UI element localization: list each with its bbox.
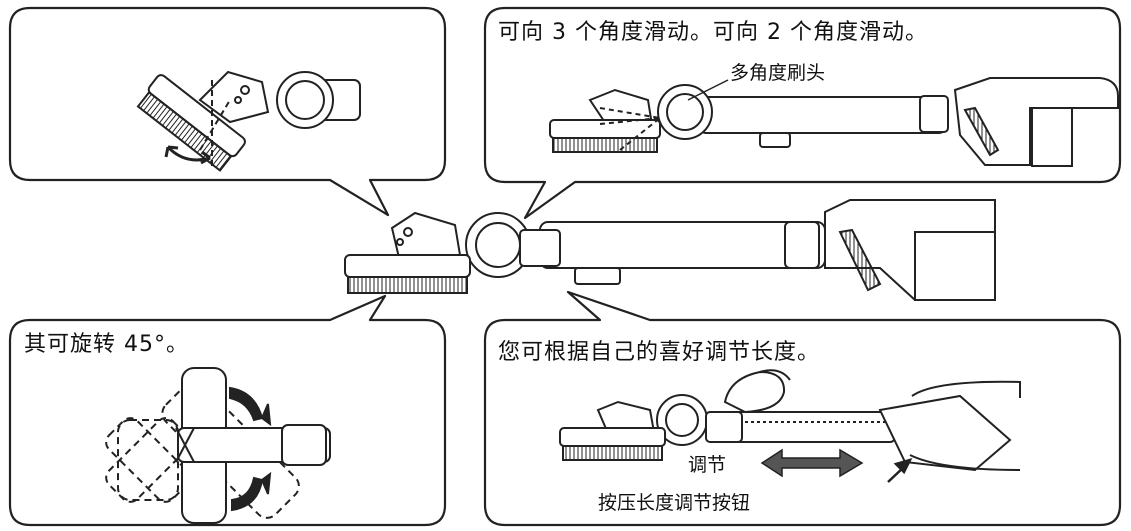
caption-slide-angles: 可向 3 个角度滑动。可向 2 个角度滑动。	[498, 20, 928, 45]
rotation-top-view-drawing	[105, 367, 331, 524]
callout-frame-bottom-left	[8, 294, 447, 527]
full-vacuum-drawing	[344, 199, 996, 301]
head-tilt-drawing	[136, 70, 361, 172]
label-press-button: 按压长度调节按钮	[598, 492, 751, 514]
label-adjust: 调节	[688, 454, 727, 476]
double-arrow-icon	[760, 448, 864, 478]
multi-angle-drawing	[549, 77, 1119, 167]
rotate-45-arrows-icon	[229, 386, 272, 512]
caption-rotate-45: 其可旋转 45°。	[24, 332, 189, 357]
pointer-arrow-icon	[887, 458, 913, 483]
rotate-arc-icon	[164, 145, 211, 165]
label-multi-angle-head: 多角度刷头	[730, 62, 826, 84]
length-adjust-drawing	[559, 369, 1021, 472]
part-label-leader	[687, 79, 729, 101]
callout-frame-bottom-right	[483, 290, 1122, 527]
caption-adjust-length: 您可根据自己的喜好调节长度。	[498, 340, 821, 365]
